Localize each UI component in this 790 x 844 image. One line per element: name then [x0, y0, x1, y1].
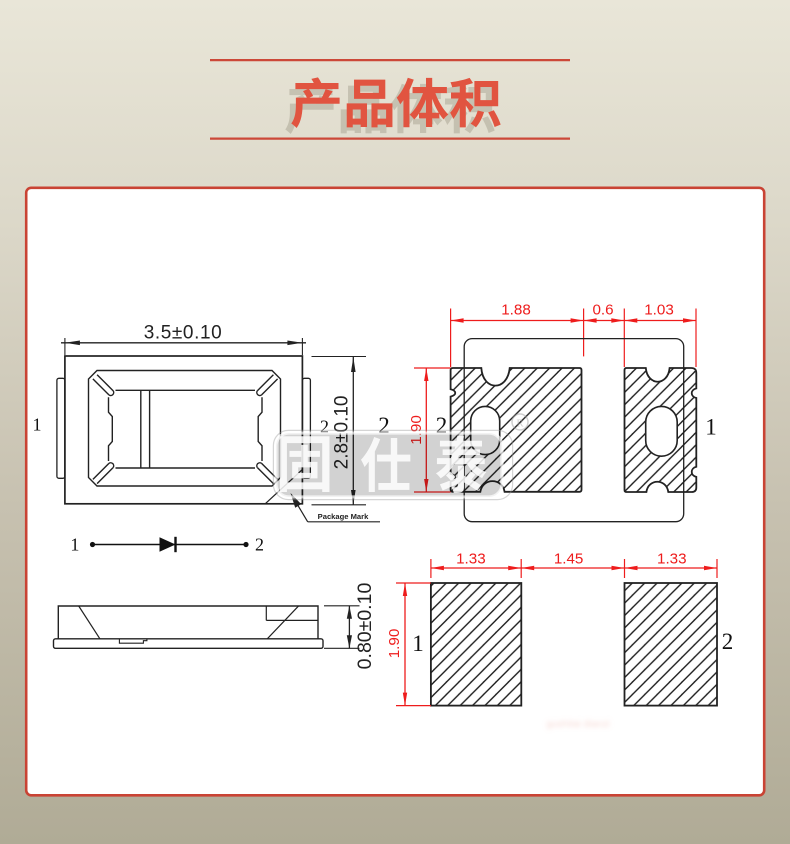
svg-text:1.88: 1.88	[501, 302, 531, 319]
svg-text:3.5±0.10: 3.5±0.10	[144, 323, 223, 344]
svg-text:R: R	[516, 418, 524, 430]
svg-text:1: 1	[70, 535, 79, 555]
svg-text:2: 2	[722, 629, 734, 654]
svg-text:1: 1	[33, 415, 42, 435]
svg-text:Package Mark: Package Mark	[318, 512, 369, 521]
svg-text:2: 2	[436, 413, 448, 438]
svg-text:1.90: 1.90	[386, 629, 403, 659]
svg-text:gushitai dianzi: gushitai dianzi	[546, 719, 609, 730]
svg-text:0.80±0.10: 0.80±0.10	[354, 583, 376, 670]
svg-text:1.33: 1.33	[657, 551, 687, 568]
svg-text:2: 2	[320, 417, 329, 437]
svg-text:2: 2	[378, 413, 390, 438]
svg-text:1.45: 1.45	[554, 551, 584, 568]
svg-text:1: 1	[705, 415, 717, 440]
svg-text:1.03: 1.03	[644, 302, 674, 319]
svg-text:0.6: 0.6	[592, 302, 613, 319]
svg-text:1: 1	[412, 631, 424, 656]
svg-text:2: 2	[255, 535, 264, 555]
svg-text:1.33: 1.33	[456, 551, 486, 568]
